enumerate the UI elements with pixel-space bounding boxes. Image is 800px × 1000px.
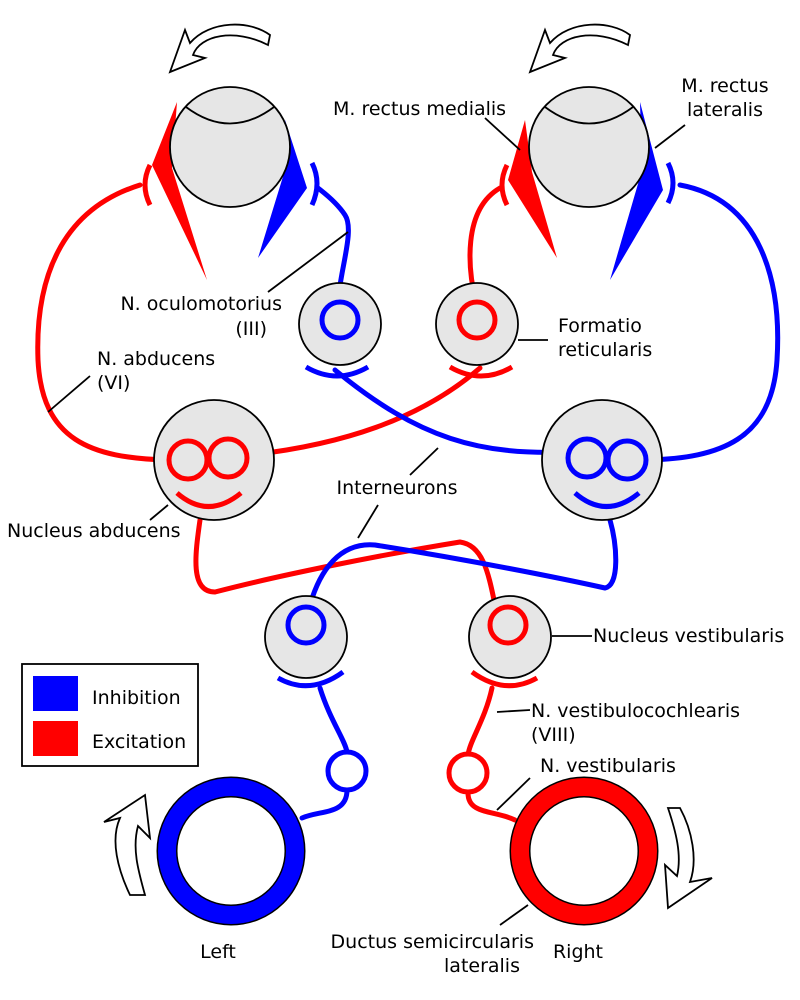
right-eye (528, 86, 650, 208)
right-abducens-nerve-pathway (645, 182, 781, 463)
label-m-rectus-medialis: M. rectus medialis (333, 98, 506, 120)
leader-line (496, 777, 531, 811)
interneuron-crossing-blue (332, 367, 571, 455)
legend-swatch-excitation (33, 721, 78, 756)
label-n-vestibulocochlearis: N. vestibulocochlearis (531, 700, 740, 722)
right-eye-rotation-arrow (528, 23, 631, 74)
label-ductus-semicircularis-line2: lateralis (444, 955, 520, 977)
left-vestibular-nerve-branch (299, 787, 350, 821)
left-abducens-nerve-pathway (35, 182, 171, 463)
label-m-rectus-lateralis-line2: lateralis (687, 99, 763, 121)
formatio-reticularis-nucleus (435, 282, 519, 379)
leader-line (267, 231, 349, 293)
leader-line (149, 504, 169, 521)
leader-line (654, 124, 686, 149)
synapse-arc (499, 163, 510, 207)
right-semicircular-canal (509, 776, 659, 926)
left-oculomotor-nucleus (298, 282, 382, 379)
left-oculomotor-nerve-pathway (315, 185, 351, 305)
right-head-rotation-arrow (663, 807, 713, 910)
interneuron-crossing-red (247, 365, 483, 458)
right-vestibular-ganglion-cell (446, 751, 490, 795)
label-ductus-semicircularis: Ductus semicircularis (331, 931, 534, 953)
synapse-arc (665, 161, 676, 205)
left-vestibular-nucleus (264, 595, 348, 689)
synapse-arc (142, 163, 153, 207)
right-medial-rectus-muscle (508, 120, 557, 258)
left-eye-rotation-arrow (168, 23, 271, 74)
leader-line (499, 904, 529, 926)
leader-line (484, 117, 521, 151)
label-n-vestibulocochlearis-line2: (VIII) (531, 724, 576, 746)
left-semicircular-canal (156, 776, 306, 926)
label-n-vestibularis: N. vestibularis (540, 755, 676, 777)
label-nucleus-vestibularis: Nucleus vestibularis (593, 625, 784, 647)
vestibular-to-right-abducens-pathway (307, 517, 619, 608)
label-left: Left (200, 941, 236, 963)
leader-line (409, 447, 439, 476)
vestibular-to-left-abducens-pathway (193, 517, 498, 608)
label-n-abducens-line2: (VI) (97, 372, 130, 394)
legend-label-excitation: Excitation (92, 731, 186, 753)
label-formatio-reticularis-line2: reticularis (558, 339, 652, 361)
leader-line (357, 504, 379, 539)
legend-swatch-inhibition (33, 676, 78, 711)
synapse-arc (309, 161, 320, 207)
right-vestibular-nerve-branch (465, 790, 518, 823)
label-nucleus-abducens: Nucleus abducens (7, 520, 181, 542)
right-vestibular-nucleus (468, 595, 552, 689)
left-lateral-rectus-muscle (152, 102, 207, 280)
right-abducens-nucleus (541, 399, 663, 521)
legend-label-inhibition: Inhibition (92, 687, 181, 709)
label-n-oculomotorius: N. oculomotorius (120, 293, 282, 315)
left-eye (169, 86, 291, 208)
label-formatio-reticularis: Formatio (558, 315, 642, 337)
label-interneurons: Interneurons (337, 477, 458, 499)
right-vestibular-nerve (465, 685, 495, 758)
label-m-rectus-lateralis: M. rectus (681, 75, 768, 97)
left-head-rotation-arrow (103, 793, 152, 896)
label-n-oculomotorius-line2: (III) (235, 318, 267, 340)
label-right: Right (553, 941, 603, 963)
left-medial-rectus-muscle (258, 120, 307, 258)
left-abducens-nucleus (153, 399, 275, 521)
left-vestibular-nerve (317, 685, 350, 755)
leader-line (496, 709, 531, 713)
left-vestibular-ganglion-cell (325, 749, 369, 793)
label-n-abducens: N. abducens (97, 348, 215, 370)
leader-line (47, 375, 91, 413)
legend: Inhibition Excitation (21, 663, 199, 767)
